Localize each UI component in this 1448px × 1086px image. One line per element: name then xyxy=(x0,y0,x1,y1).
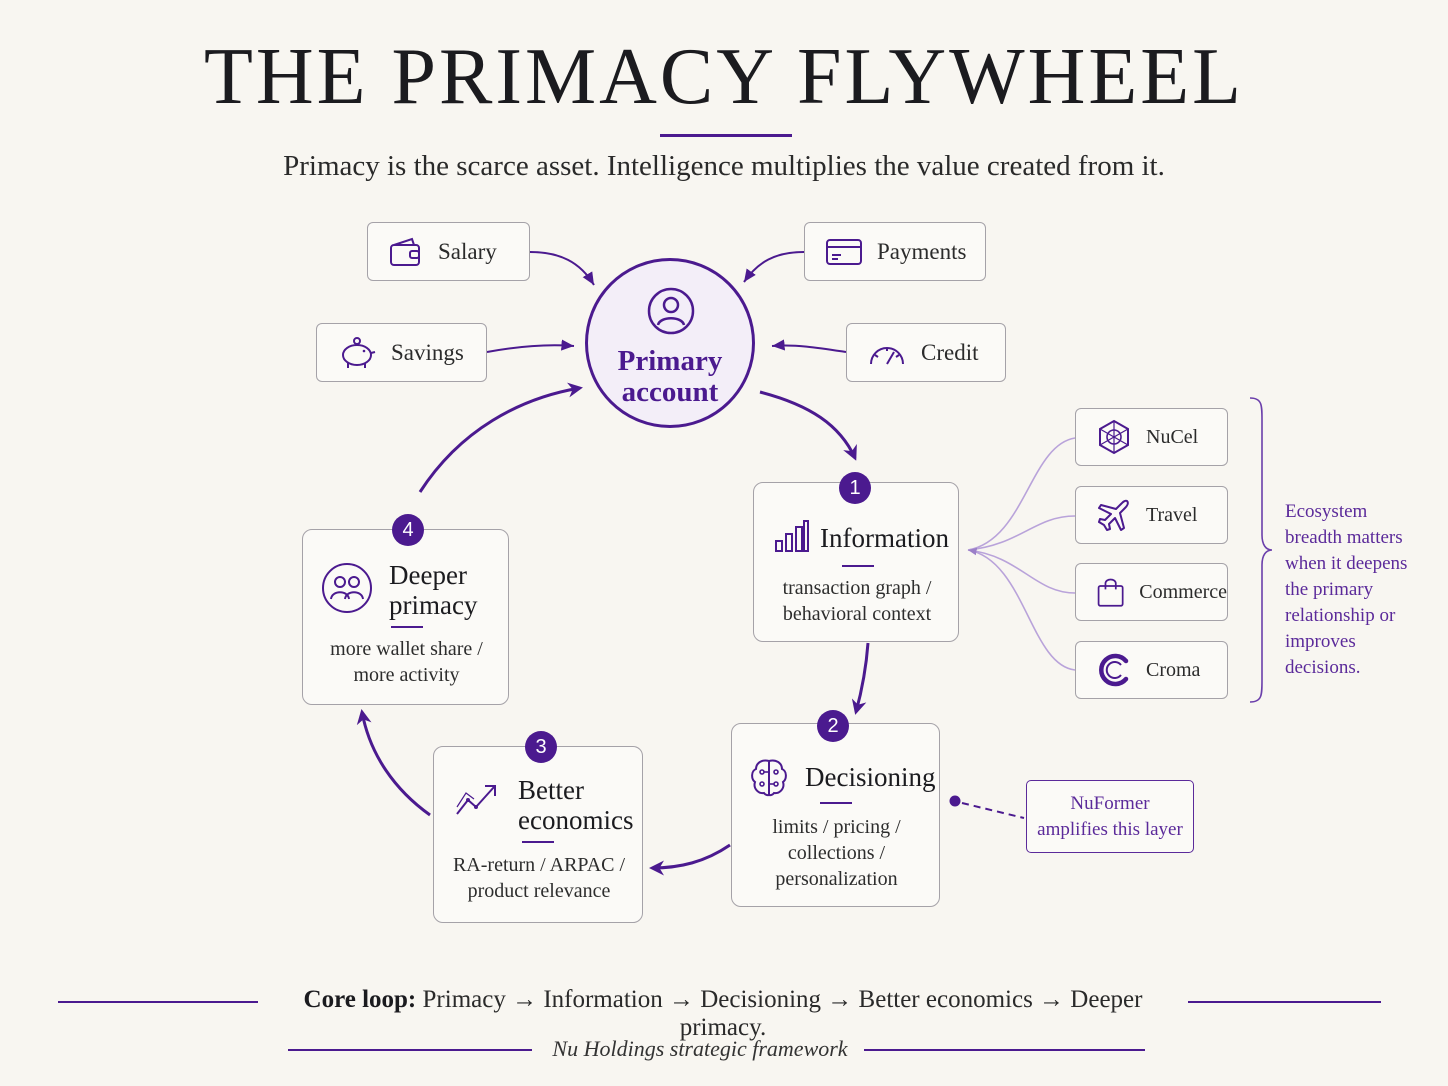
page-title: THE PRIMACY FLYWHEEL xyxy=(203,33,1245,121)
step-decisioning-title: Decisioning xyxy=(805,762,936,792)
input-savings-label: Savings xyxy=(391,339,464,365)
loop-arrow-deeper-to-primary xyxy=(418,382,583,493)
core-loop-rule-left xyxy=(58,1001,258,1003)
people-icon xyxy=(322,563,372,613)
ecosystem-brace xyxy=(1249,397,1273,703)
step-deeper-card: Deeper primacy more wallet share / more … xyxy=(302,529,509,705)
core-loop-label: Core loop: xyxy=(303,986,417,1013)
step-economics-title: Better economics xyxy=(518,775,634,835)
step-decisioning-card: Decisioning limits / pricing / collectio… xyxy=(731,723,940,907)
page-subtitle: Primacy is the scarce asset. Intelligenc… xyxy=(283,150,1165,182)
bar-chart-icon xyxy=(775,520,809,552)
input-salary: Salary xyxy=(367,222,530,281)
core-loop-summary: Core loop: Primacy → Information → Decis… xyxy=(258,986,1188,1042)
loop-arrow-economics-to-deeper xyxy=(356,709,431,817)
wallet-icon xyxy=(390,237,420,266)
input-credit-label: Credit xyxy=(921,339,979,365)
trend-up-icon xyxy=(456,785,496,815)
croma-logo-icon xyxy=(1099,653,1129,687)
card-icon xyxy=(826,238,862,265)
step-4-badge: 4 xyxy=(392,514,424,546)
input-salary-label: Salary xyxy=(438,238,497,264)
user-icon xyxy=(647,287,695,335)
step-2-badge: 2 xyxy=(817,710,849,742)
ecosystem-item-croma: Croma xyxy=(1075,641,1228,699)
piggy-bank-icon xyxy=(342,336,376,368)
core-loop-text: Primacy → Information → Decisioning → Be… xyxy=(422,986,1143,1041)
nuformer-callout: NuFormer amplifies this layer xyxy=(1026,780,1194,853)
input-savings: Savings xyxy=(316,323,487,382)
hexagon-icon xyxy=(1099,419,1129,455)
title-underline xyxy=(660,134,792,137)
ecosystem-note: Ecosystem breadth matters when it deepen… xyxy=(1285,501,1408,678)
ecosystem-item-travel: Travel xyxy=(1075,486,1228,544)
step-information-desc: transaction graph / behavioral context xyxy=(782,577,932,625)
step-decisioning-desc: limits / pricing / collections / persona… xyxy=(772,816,901,890)
gauge-icon xyxy=(870,346,904,365)
step-information-card: Information transaction graph / behavior… xyxy=(753,482,959,642)
savings-arrow xyxy=(486,339,575,353)
step-deeper-title: Deeper primacy xyxy=(389,560,478,620)
footer-caption: Nu Holdings strategic framework xyxy=(552,1036,848,1061)
ecosystem-item-nucel: NuCel xyxy=(1075,408,1228,466)
primary-account-label: Primary account xyxy=(617,345,723,408)
input-credit: Credit xyxy=(846,323,1006,382)
step-information-title: Information xyxy=(820,523,949,553)
step-economics-card: Better economics RA-return / ARPAC / pro… xyxy=(433,746,643,923)
step-deeper-desc: more wallet share / more activity xyxy=(330,638,483,686)
loop-arrow-information-to-decisioning xyxy=(851,642,870,715)
salary-arrow xyxy=(529,251,595,286)
loop-arrow-decisioning-to-economics xyxy=(649,843,731,876)
step-1-badge: 1 xyxy=(839,472,871,504)
footer-rule-left xyxy=(288,1049,532,1051)
brain-icon xyxy=(751,759,787,797)
primary-account-node xyxy=(585,258,755,428)
core-loop-rule-right xyxy=(1188,1001,1381,1003)
input-payments: Payments xyxy=(804,222,986,281)
airplane-icon xyxy=(1098,499,1129,531)
credit-arrow xyxy=(771,339,847,353)
ecosystem-item-commerce: Commerce xyxy=(1075,563,1228,621)
step-3-badge: 3 xyxy=(525,731,557,763)
loop-arrow-primary-to-information xyxy=(759,390,857,461)
payments-arrow xyxy=(743,251,805,283)
input-payments-label: Payments xyxy=(877,238,967,264)
shopping-bag-icon xyxy=(1097,578,1124,607)
step-economics-desc: RA-return / ARPAC / product relevance xyxy=(452,854,626,902)
footer-rule-right xyxy=(864,1049,1145,1051)
